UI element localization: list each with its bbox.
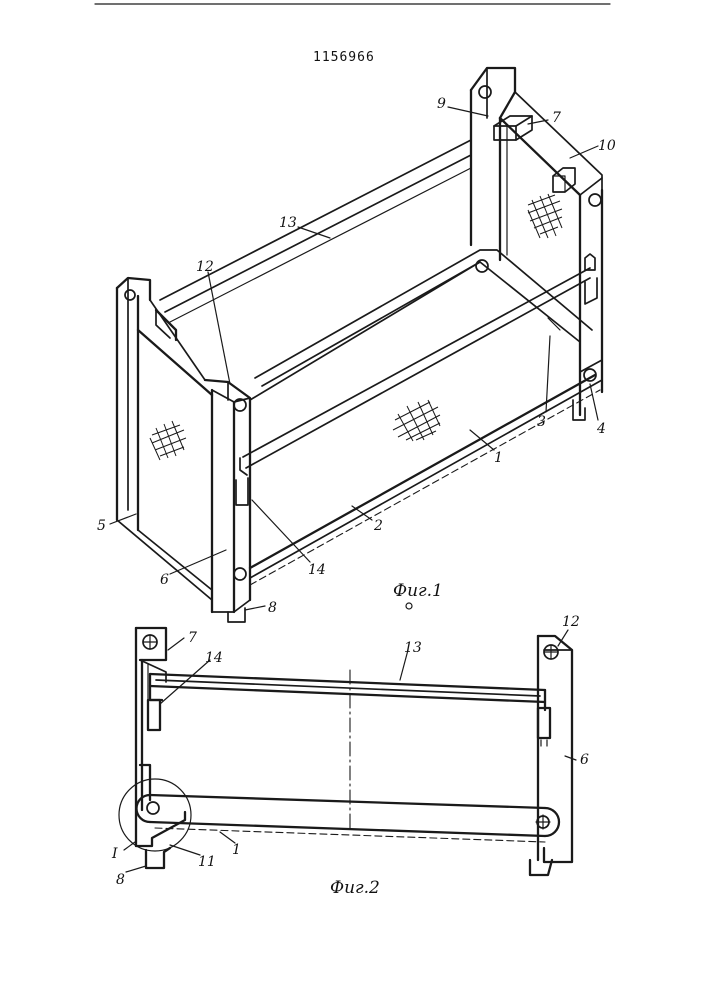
- fig2-label-12: 12: [562, 614, 580, 630]
- figure-2-caption: Фиг.2: [330, 878, 380, 898]
- fig2-label-6: 6: [580, 752, 589, 768]
- label-13: 13: [279, 215, 297, 231]
- label-1: 1: [494, 450, 503, 466]
- rear-bottom-rail: [250, 262, 480, 400]
- label-5: 5: [97, 518, 106, 534]
- label-9: 9: [437, 96, 446, 112]
- label-3: 3: [537, 414, 546, 430]
- fig2-label-I: I: [111, 846, 118, 862]
- fig2-label-13: 13: [404, 640, 422, 656]
- left-end-frame: [117, 278, 212, 600]
- front-rod-with-pins: [236, 254, 597, 505]
- small-mark: [406, 603, 412, 609]
- label-14: 14: [308, 562, 326, 578]
- label-2: 2: [373, 518, 383, 534]
- figure-2-side-view: 7 14 13 12 6 1 I 11 8 Фиг.2: [111, 614, 589, 898]
- left-panel-mesh-icon: [150, 421, 186, 460]
- right-end-frame: [471, 68, 602, 420]
- fig2-label-1: 1: [232, 842, 241, 858]
- label-12: 12: [196, 259, 214, 275]
- fig2-label-7: 7: [188, 630, 197, 646]
- figure-1-leader-lines: [110, 107, 598, 610]
- fig2-label-8: 8: [116, 872, 125, 888]
- patent-number: 1156966: [313, 50, 375, 65]
- front-post-6: [205, 380, 250, 622]
- center-panel-mesh-icon: [393, 400, 440, 441]
- bottom-frame-1-2: [250, 360, 602, 585]
- right-panel-mesh-icon: [528, 194, 562, 238]
- fig2-label-11: 11: [198, 854, 216, 870]
- figure-1-isometric-view: 9 7 10 13 12 3 4 1 2 5 6 14 8 Фиг.1: [97, 68, 616, 622]
- label-8: 8: [268, 600, 277, 616]
- label-7: 7: [552, 110, 561, 126]
- label-4: 4: [596, 421, 606, 437]
- right-post-6: [530, 636, 572, 875]
- inner-tray-3: [255, 250, 592, 386]
- detail-circle-I: [119, 779, 191, 851]
- lever-1: [137, 795, 560, 842]
- figure-1-caption: Фиг.1: [393, 581, 443, 601]
- fig2-label-14: 14: [205, 650, 223, 666]
- label-6: 6: [160, 572, 169, 588]
- label-10: 10: [598, 138, 616, 154]
- rod-13: [148, 674, 550, 746]
- left-post: [136, 628, 185, 868]
